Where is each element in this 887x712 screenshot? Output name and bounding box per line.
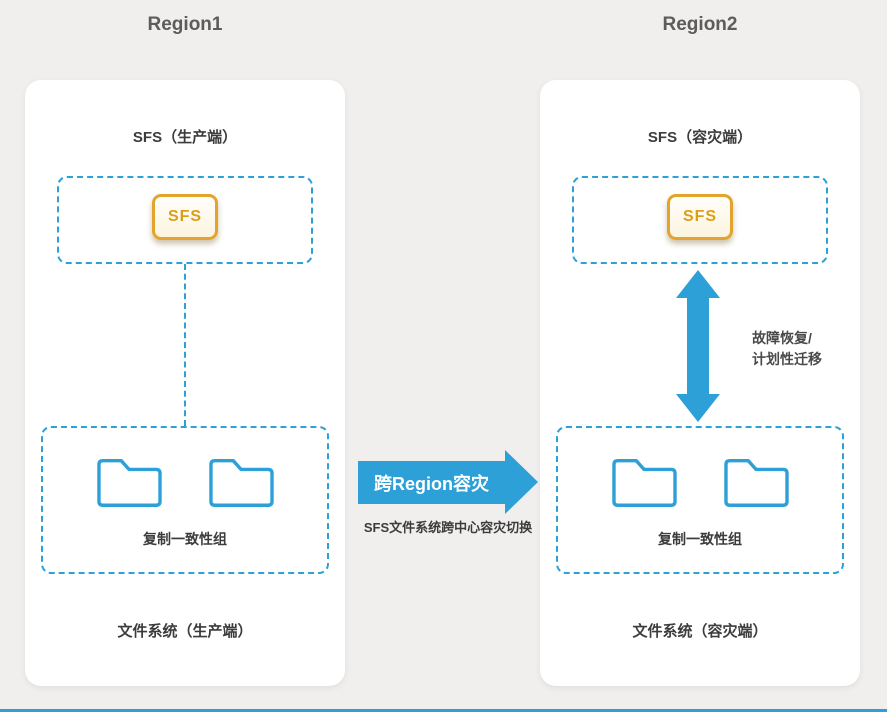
region1-filesystem-label: 文件系统（生产端） [117,623,253,640]
region2-consistency-group-label: 复制一致性组 [658,531,742,547]
sfs-service-icon: SFS [667,194,733,240]
region2-sfs-label: SFS（容灾端） [647,129,753,146]
region2-consistency-group-box: 复制一致性组 [556,426,844,574]
region2-filesystem-label: 文件系统（容灾端） [632,623,768,640]
folder-icon [612,458,677,507]
region1-consistency-group-label: 复制一致性组 [143,531,227,547]
region1-consistency-group-box: 复制一致性组 [41,426,329,574]
bottom-accent-bar [0,709,887,712]
sfs-service-icon: SFS [152,194,218,240]
region1-title: Region1 [147,14,223,35]
region1-card: SFS（生产端） SFS 复制一致性组 文件系统（生产端） [25,80,345,686]
region1-sfs-zone-box [57,176,313,264]
cross-region-sublabel: SFS文件系统跨中心容灾切换 [363,520,533,535]
failover-label: 故障恢复/ 计划性迁移 [752,328,822,370]
sfs-icon-label: SFS [682,208,718,225]
cross-region-arrow: 跨Region容灾 [358,461,505,504]
cross-region-arrow-head-icon [505,450,538,514]
region2-sfs-zone-box [572,176,828,264]
cross-region-arrow-label: 跨Region容灾 [374,473,489,494]
region1-folders [92,451,278,513]
region2-title: Region2 [662,14,738,35]
vertical-double-arrow-icon [676,270,720,422]
region1-sfs-label: SFS（生产端） [132,129,238,146]
folder-icon [97,458,162,507]
sfs-icon-label: SFS [167,208,203,225]
folder-icon [724,458,789,507]
failover-label-line2: 计划性迁移 [752,351,822,367]
region2-card: SFS（容灾端） SFS 故障恢复/ 计划性迁移 复制一致性组 文件系统（容灾端… [540,80,860,686]
replication-dashed-link [184,264,186,426]
folder-icon [209,458,274,507]
failover-label-line1: 故障恢复/ [752,330,812,346]
region2-folders [607,451,793,513]
